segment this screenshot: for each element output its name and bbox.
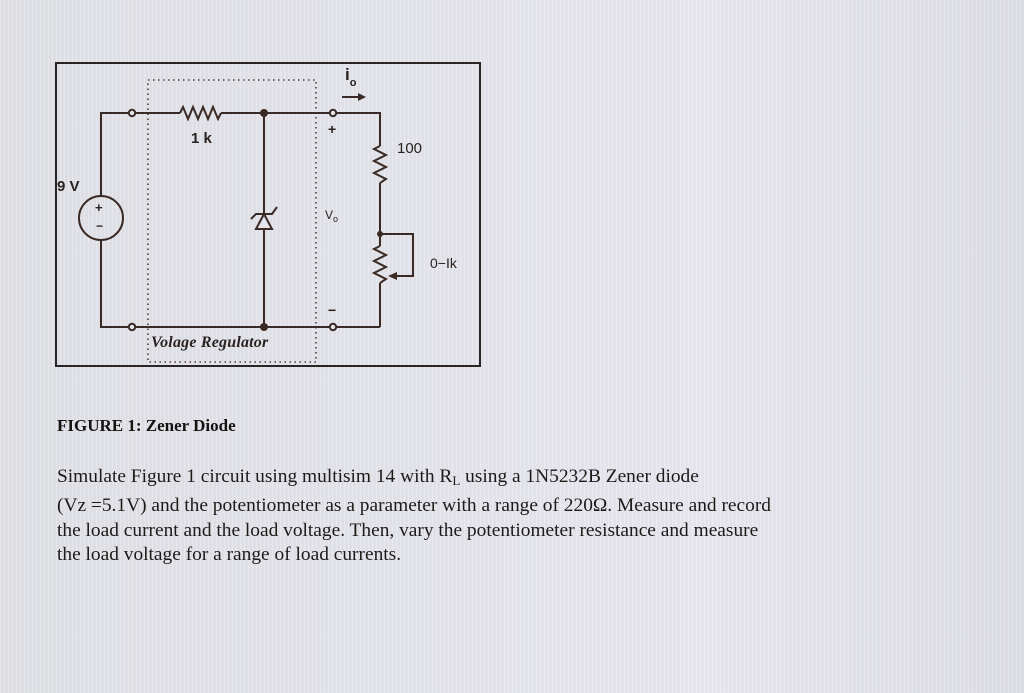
caption-prefix: FIGURE 1: [57, 416, 142, 435]
instructions-paragraph: Simulate Figure 1 circuit using multisim… [57, 465, 1017, 568]
paragraph-line-4: the load voltage for a range of load cur… [57, 544, 402, 566]
resistor-1k-icon [179, 104, 222, 122]
circuit-figure: 9 V + − 1 k io + − Vo 100 0−Ik Volage Re… [55, 62, 481, 367]
resistor-100-label: 100 [397, 140, 423, 157]
paragraph-line-1: Simulate Figure 1 circuit using multisim… [57, 466, 699, 488]
paragraph-line-3: the load current and the load voltage. T… [57, 519, 759, 541]
node-top [260, 109, 268, 117]
terminal-out-bottom [328, 322, 338, 332]
source-plus-sign: + [95, 200, 103, 215]
resistor-100-icon [371, 145, 389, 184]
resistor-1k-label: 1 k [191, 130, 212, 147]
wiper-arrow-icon [388, 272, 397, 280]
voltage-source-icon [78, 195, 124, 241]
figure-caption: FIGURE 1: Zener Diode [57, 416, 236, 436]
regulator-box [147, 79, 317, 363]
terminal-out-top [328, 108, 338, 118]
source-minus-sign: − [96, 219, 104, 233]
caption-title: Zener Diode [145, 416, 236, 435]
potentiometer-wiper-wire [380, 233, 414, 277]
figure-frame [55, 62, 481, 367]
node-bottom [260, 323, 268, 331]
node-pot [377, 231, 383, 237]
output-voltage-label: Vo [325, 208, 339, 224]
terminal-in-bottom [127, 322, 137, 332]
potentiometer-label: 0−Ik [430, 255, 457, 271]
potentiometer-icon [371, 245, 389, 284]
zener-diode-icon [250, 206, 278, 230]
paragraph-line-2: (Vz =5.1V) and the potentiometer as a pa… [57, 494, 771, 516]
circuit-schematic [55, 62, 481, 367]
regulator-box-label: Volage Regulator [151, 334, 269, 351]
terminal-in-top [127, 108, 137, 118]
source-voltage-label: 9 V [57, 178, 80, 195]
wire-source-top [100, 112, 132, 196]
current-label: io [345, 65, 357, 89]
output-minus-sign: − [328, 302, 337, 318]
wire-source-bottom [100, 240, 129, 328]
output-plus-sign: + [328, 121, 337, 137]
